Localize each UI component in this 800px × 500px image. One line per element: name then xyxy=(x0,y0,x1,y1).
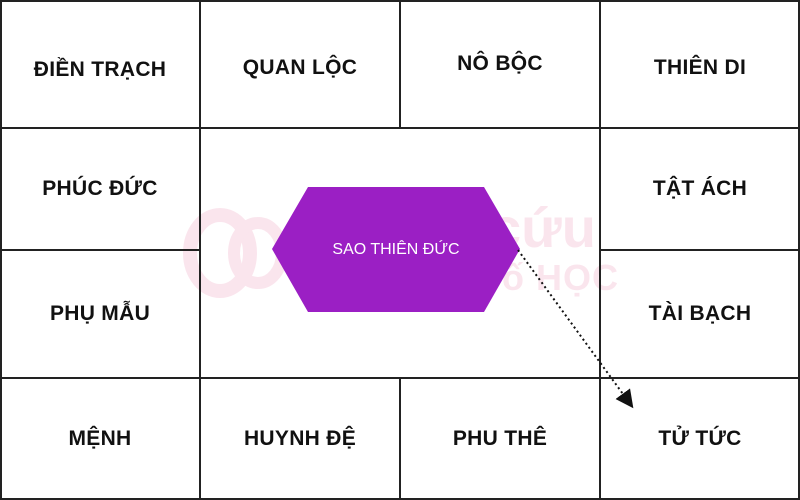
palace-label: PHÚC ĐỨC xyxy=(42,177,158,200)
center-hexagon xyxy=(272,187,520,312)
palace-phu-the: PHU THÊ xyxy=(400,378,600,500)
palace-label: THIÊN DI xyxy=(653,56,747,79)
palace-label: ĐIỀN TRẠCH xyxy=(33,58,167,81)
hexagon-shape xyxy=(272,187,520,312)
palace-huynh-de: HUYNH ĐỆ xyxy=(200,378,400,500)
palace-label: HUYNH ĐỆ xyxy=(243,427,357,450)
palace-no-boc: NÔ BỘC xyxy=(400,0,600,128)
palace-label: PHỤ MẪU xyxy=(49,302,151,325)
palace-menh: MỆNH xyxy=(0,378,200,500)
palace-label: QUAN LỘC xyxy=(242,56,358,79)
palace-label: TỬ TỨC xyxy=(658,427,742,450)
palace-tai-bach: TÀI BẠCH xyxy=(600,250,800,378)
center-label-box: SAO THIÊN ĐỨC xyxy=(272,187,520,312)
palace-phuc-duc: PHÚC ĐỨC xyxy=(0,128,200,250)
palace-label: MỆNH xyxy=(68,427,132,450)
palace-dien-trach: ĐIỀN TRẠCH xyxy=(0,0,200,128)
palace-quan-loc: QUAN LỘC xyxy=(200,0,400,128)
arrow-line xyxy=(517,249,634,409)
palace-label: TẬT ÁCH xyxy=(652,177,748,200)
palace-tat-ach: TẬT ÁCH xyxy=(600,128,800,250)
palace-label: PHU THÊ xyxy=(452,427,548,450)
palace-tu-tuc: TỬ TỨC xyxy=(600,378,800,500)
center-label: SAO THIÊN ĐỨC xyxy=(332,240,460,258)
palace-label: TÀI BẠCH xyxy=(648,302,752,325)
palace-label: NÔ BỘC xyxy=(457,52,543,75)
palace-thien-di: THIÊN DI xyxy=(600,0,800,128)
palace-phu-mau: PHỤ MẪU xyxy=(0,250,200,378)
